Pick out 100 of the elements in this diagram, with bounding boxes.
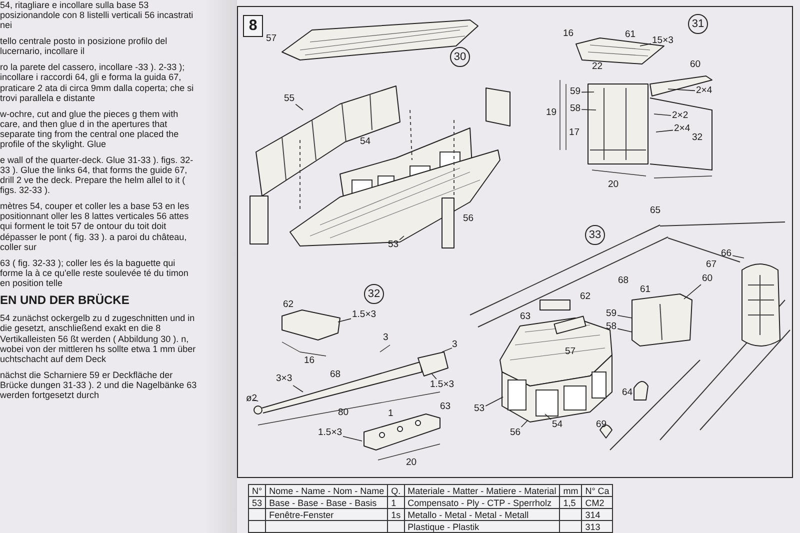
part-number: 64: [622, 388, 633, 399]
instruction-paragraph: 54 zunächst ockergelb zu d zugeschnitten und in die gesetzt, anschließend exakt en die 8 Vertikalleisten 56 ßt werden ( Abbildung 30 ). n, wobei von der mittleren hs sollte etwa 1 mm über uchtschacht auf dem Deck: [0, 313, 197, 364]
leader-line: [617, 315, 632, 318]
callout-number: 58: [570, 104, 581, 115]
quantity: 1s: [388, 508, 404, 520]
column-header: Materiale - Matter - Matiere - Material: [404, 484, 560, 496]
dimension-label: 19: [546, 108, 557, 119]
callout-number: ø2: [246, 394, 258, 405]
callout-number: 1.5×3: [318, 428, 342, 439]
callout-number: 53: [388, 240, 399, 251]
leader-line: [581, 109, 596, 110]
thickness: 1,5: [560, 496, 582, 508]
part-number: 63: [440, 402, 451, 413]
callout-number: 60: [702, 274, 713, 285]
column-header: N° Ca: [582, 484, 613, 496]
figure-number-circle: 33: [585, 225, 605, 245]
dimension-label: 32: [692, 133, 703, 144]
part-number: 61: [640, 285, 651, 296]
callout-number: 53: [474, 404, 485, 415]
part-number: 67: [706, 260, 717, 271]
instruction-paragraph: w-ochre, cut and glue the pieces g them with care, and then glue d in the apertures that separate ting from the central one placed the profile of the skylight. Glue: [0, 108, 180, 150]
leader-line: [432, 374, 437, 380]
column-header: Q.: [388, 484, 404, 496]
callout-number: 66: [721, 249, 732, 260]
part-number: 54: [360, 137, 371, 148]
leader-line: [399, 236, 404, 240]
part-number: 61: [625, 30, 636, 41]
section-heading: EN UND DER BRÜCKE: [0, 294, 130, 308]
material: Compensato - Ply - CTP - Sperrholz: [404, 496, 560, 508]
leader-line: [292, 385, 304, 392]
dimension-label: 20: [406, 458, 417, 469]
part-number: 56: [463, 214, 474, 225]
part-number: 53: [248, 496, 266, 508]
part-number: 68: [330, 370, 341, 381]
callout-number: 2×2: [672, 111, 688, 122]
part-number: 65: [650, 206, 661, 217]
leader-line: [732, 255, 744, 258]
callout-number: 58: [606, 322, 617, 333]
material: Plastique - Plastik: [404, 520, 560, 532]
instruction-paragraph: mètres 54, couper et coller les a base 53 en les positionnant oller les 8 lattes verticales 56 attes qui forment le toit 57 de ontour du toit doit dépasser le pont ( fig. 33 ). a paroi du château, coller sur: [0, 201, 190, 252]
callout-number: 56: [510, 428, 521, 439]
instruction-paragraph: tello centrale posto in posizione profilo del lucernario, incollare il: [0, 36, 168, 56]
callout-number: 59: [570, 87, 581, 98]
column-header: Nome - Name - Nom - Name: [266, 484, 388, 496]
part-number: 60: [690, 60, 701, 71]
catalog-code: CM2: [582, 496, 613, 508]
figure-number-circle: 30: [450, 47, 470, 67]
part-number: 62: [283, 300, 294, 311]
instruction-paragraph: 54, ritagliare e incollare sulla base 53 posizionandole con 8 listelli verticali 56 incastrati nei: [0, 0, 194, 30]
dimension-label: 17: [569, 128, 580, 139]
leader-line: [544, 414, 552, 420]
callout-number: 54: [552, 420, 563, 431]
quantity: 1: [388, 496, 404, 508]
leader-line: [684, 284, 702, 300]
part-number: 57: [565, 347, 576, 358]
leader-line: [656, 130, 674, 132]
figure-number-circle: 31: [688, 14, 708, 34]
leader-line: [520, 420, 528, 428]
catalog-code: 314: [582, 508, 613, 520]
instruction-paragraph: nächst die Scharniere 59 er Deckfläche der Brücke dungen 31-33 ). 2 und die Nagelbänke 63 werden fortgesetzt durch: [0, 370, 198, 400]
part-number: 63: [520, 312, 531, 323]
callout-number: 2×4: [696, 86, 712, 97]
callout-number: 55: [284, 94, 295, 105]
dimension-label: 16: [563, 29, 574, 40]
leader-line: [654, 114, 672, 116]
step-number-box: 8: [243, 15, 263, 37]
leader-line: [342, 436, 362, 442]
leader-line: [668, 88, 696, 92]
callout-number: 59: [606, 309, 617, 320]
figure-number-circle: 32: [364, 284, 384, 304]
instruction-paragraph: ro la parete del cassero, incollare -33 ). 2-33 ); incollare i raccordi 64, gli e forma la guida 67, praticare 2 ata di circa 9mm dalla coperta; che si trovi parallela e distante: [0, 62, 195, 103]
leader-line: [640, 43, 652, 46]
dimension-label: 20: [608, 180, 619, 191]
leader-line: [295, 104, 304, 110]
dimension-label: 22: [592, 62, 603, 73]
instruction-paragraph: 63 ( fig. 32-33 ); coller les és la baguette qui forme la à ce qu'elle reste soulevée té du timon en position telle: [0, 258, 190, 288]
instruction-paragraph: e wall of the quarter-deck. Glue 31-33 ). figs. 32-33 ). Glue the links 64, that forms the guide 67, drill 2 ve the deck. Prepare the helm allel to it ( figs. 32-33 ).: [0, 155, 194, 196]
dimension-label: 80: [338, 408, 349, 419]
part-number: 68: [618, 276, 629, 287]
part-number: 69: [596, 420, 607, 431]
column-header: N°: [248, 484, 266, 496]
callout-number: 3×3: [276, 374, 292, 385]
callout-number: 2×4: [674, 124, 690, 135]
callout-number: 1.5×3: [352, 310, 376, 321]
dimension-label: 1: [388, 409, 394, 420]
part-number: 62: [580, 292, 591, 303]
leader-line: [254, 400, 258, 402]
part-name: Base - Base - Base - Basis: [266, 496, 388, 508]
callout-number: 15×3: [652, 36, 674, 47]
part-number: 57: [266, 34, 277, 45]
leader-line: [485, 396, 504, 406]
leader-line: [617, 328, 632, 332]
dimension-label: 3: [452, 340, 458, 351]
dimension-label: 3: [383, 333, 388, 344]
leader-line: [581, 92, 594, 93]
column-header: mm: [560, 484, 582, 496]
catalog-code: 313: [582, 520, 613, 532]
dimension-label: 16: [304, 356, 315, 367]
callout-number: 1.5×3: [430, 380, 454, 391]
part-name: Fenêtre-Fenster: [266, 508, 388, 520]
